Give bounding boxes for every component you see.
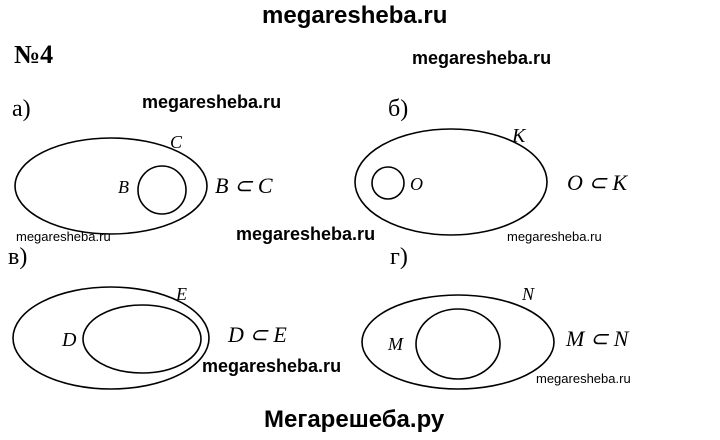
watermark-middle: megaresheba.ru (236, 224, 376, 244)
label-b: B (118, 177, 129, 197)
set-d-ellipse (82, 304, 202, 374)
watermark-top-right: megaresheba.ru (412, 48, 552, 68)
label-d: D (61, 329, 77, 351)
part-label-v: в) (8, 244, 28, 270)
part-label-g: г) (390, 244, 408, 270)
relation-v: D ⊂ E (227, 322, 287, 347)
watermark-small-left: megaresheba.ru (16, 229, 111, 244)
label-n: N (521, 284, 535, 304)
label-e: E (175, 284, 187, 304)
watermark-part-a: megaresheba.ru (142, 92, 282, 112)
set-c-ellipse (14, 137, 208, 235)
part-label-b: б) (388, 96, 409, 122)
watermark-small-right: megaresheba.ru (507, 229, 602, 244)
relation-b: O ⊂ K (567, 170, 628, 195)
label-o: O (410, 174, 423, 194)
relation-g: M ⊂ N (565, 326, 630, 351)
set-e-ellipse (12, 286, 210, 390)
problem-number: №4 (14, 40, 54, 69)
footer-watermark: Мегарешеба.ру (264, 406, 445, 433)
label-k: K (511, 125, 527, 147)
header-watermark: megaresheba.ru (262, 2, 448, 29)
set-b-circle (137, 165, 187, 215)
watermark-small-bottom-right: megaresheba.ru (536, 371, 631, 386)
set-m-ellipse (415, 308, 501, 380)
label-c: C (170, 132, 183, 152)
set-o-circle (371, 166, 405, 200)
relation-a: B ⊂ C (215, 173, 273, 198)
watermark-bottom-center: megaresheba.ru (202, 356, 342, 376)
set-n-ellipse (361, 294, 555, 390)
label-m: M (387, 334, 404, 354)
part-label-a: а) (12, 96, 31, 122)
set-k-ellipse (354, 128, 548, 236)
